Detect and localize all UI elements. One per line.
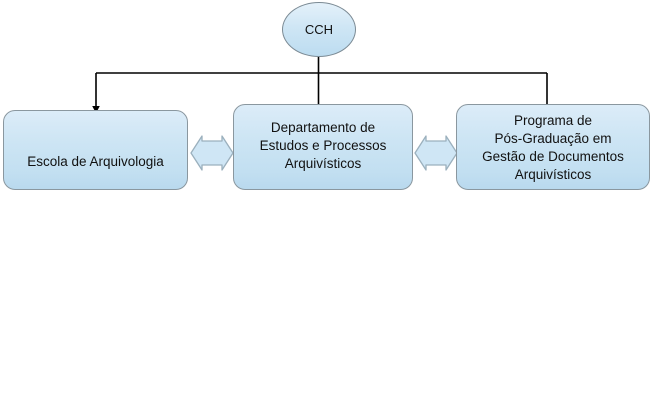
node-escola-label: Escola de Arquivologia xyxy=(27,154,164,169)
double-arrow-escola-departamento[interactable] xyxy=(190,133,234,173)
node-programa-de-pos-graduacao-em-gestao-de-documentos[interactable]: Programa de Pós-Graduação em Gestão de D… xyxy=(456,104,650,190)
node-programa-label: Programa de Pós-Graduação em Gestão de D… xyxy=(482,113,624,182)
node-cch-label: CCH xyxy=(304,22,334,37)
node-departamento-label: Departamento de Estudos e Processos Arqu… xyxy=(259,120,387,171)
node-cch[interactable]: CCH xyxy=(282,2,356,57)
double-arrow-departamento-programa[interactable] xyxy=(414,133,458,173)
node-escola-de-arquivologia[interactable]: Escola de Arquivologia xyxy=(3,110,188,190)
node-departamento-de-estudos-e-processos-arquivisticos[interactable]: Departamento de Estudos e Processos Arqu… xyxy=(233,104,413,190)
